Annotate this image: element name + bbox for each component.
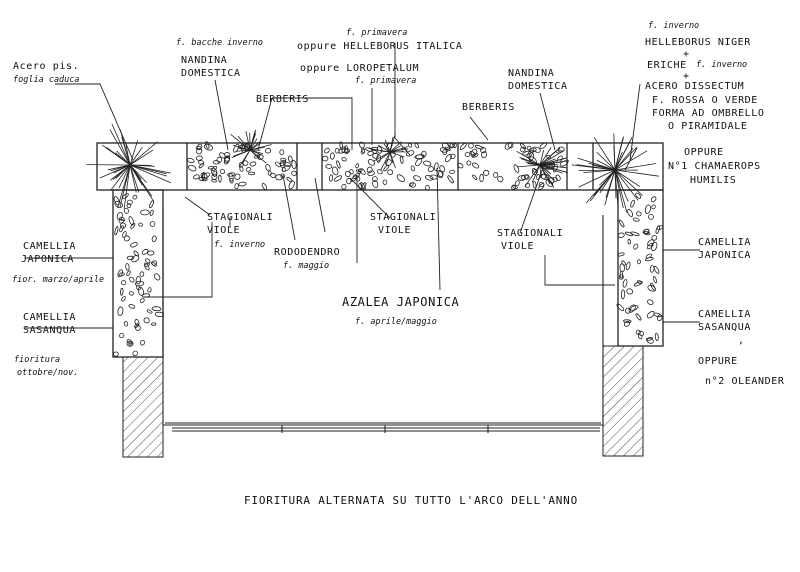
label-f-inverno-top-right: f. inverno — [648, 21, 700, 31]
helleborus-burst — [368, 133, 409, 171]
label-viole-1: VIOLE — [207, 225, 241, 236]
label-acero-pis: Acero pis. — [13, 61, 80, 72]
foliage-top-2 — [322, 141, 457, 191]
label-stagionali-1: STAGIONALI — [207, 212, 274, 223]
planter-boxes — [96, 142, 664, 358]
planter-top — [96, 142, 664, 191]
label-japonica-right: JAPONICA — [698, 250, 751, 261]
planter-right — [617, 189, 664, 347]
left-wall — [122, 356, 164, 458]
label-berberis-right: BERBERIS — [462, 102, 515, 113]
label-f-inverno-mid: f. inverno — [214, 240, 266, 250]
acer-right-burst — [571, 133, 659, 213]
label-foglia-caduca: foglia caduca — [13, 75, 80, 85]
label-sasanqua-right: SASANQUA — [698, 322, 751, 333]
label-azalea-japonica: AZALEA JAPONICA — [342, 295, 460, 309]
label-nandina-right: NANDINA — [508, 68, 555, 79]
label-comma: , — [738, 335, 745, 346]
label-acero-dissectum: ACERO DISSECTUM — [645, 81, 745, 92]
label-oppure-2: OPPURE — [698, 356, 738, 367]
label-f-primavera-top: f. primavera — [346, 28, 408, 38]
label-f-bacche-inverno: f. bacche inverno — [176, 38, 263, 48]
label-domestica-left: DOMESTICA — [181, 68, 241, 79]
label-f-aprile-maggio: f. aprile/maggio — [355, 317, 437, 327]
foliage-left — [113, 193, 165, 357]
label-sasanqua-left: SASANQUA — [23, 325, 76, 336]
leader-lines — [25, 43, 700, 345]
acer-left-burst — [86, 123, 172, 210]
label-oppure-1: OPPURE — [684, 147, 724, 158]
label-plus-1: + — [683, 49, 690, 60]
foliage-top-1 — [186, 141, 297, 190]
label-nandina-left: NANDINA — [181, 55, 228, 66]
foliage-top-3 — [457, 141, 569, 190]
foliage-right — [616, 192, 664, 344]
label-camellia-right: CAMELLIA — [698, 237, 751, 248]
plants — [86, 123, 664, 357]
berberis-left-burst — [230, 129, 272, 168]
label-humilis: HUMILIS — [690, 175, 737, 186]
label-fioritura: fioritura — [14, 355, 61, 365]
label-viole-2: VIOLE — [378, 225, 412, 236]
label-berberis-left: BERBERIS — [256, 94, 309, 105]
label-rododendro: RODODENDRO — [274, 247, 341, 258]
label-plus-2: + — [683, 71, 690, 82]
label-o-piramidale: O PIRAMIDALE — [668, 121, 748, 132]
label-f-rossa: F. ROSSA O VERDE — [652, 95, 758, 106]
label-oppure-helleborus: oppure HELLEBORUS ITALICA — [297, 41, 463, 52]
walls — [122, 345, 644, 458]
label-forma-ombrello: FORMA AD OMBRELLO — [652, 108, 765, 119]
label-chamaerops: N°1 CHAMAEROPS — [668, 161, 761, 172]
label-stagionali-2: STAGIONALI — [370, 212, 437, 223]
label-f-inverno-eriche: f. inverno — [696, 60, 748, 70]
right-wall — [602, 345, 644, 457]
footer-caption: FIORITURA ALTERNATA SU TUTTO L'ARCO DELL… — [244, 494, 579, 507]
label-ottobre-nov: ottobre/nov. — [17, 368, 79, 378]
label-oleander: n°2 OLEANDER — [705, 376, 785, 387]
label-camellia-sasanqua-left: CAMELLIA — [23, 312, 76, 323]
label-domestica-right: DOMESTICA — [508, 81, 568, 92]
label-camellia-left: CAMELLIA — [23, 241, 76, 252]
label-helleborus-niger: HELLEBORUS NIGER — [645, 37, 751, 48]
label-camellia-sasanqua-right: CAMELLIA — [698, 309, 751, 320]
label-fior-marzo: fior. marzo/aprile — [12, 275, 105, 285]
nandina-right-burst — [516, 147, 570, 189]
label-japonica-left: JAPONICA — [21, 254, 74, 265]
label-oppure-loropetalum: oppure LOROPETALUM — [300, 63, 420, 74]
label-viole-3: VIOLE — [501, 241, 535, 252]
label-eriche: ERICHE — [647, 60, 687, 71]
label-f-primavera-2: f. primavera — [355, 76, 417, 86]
label-stagionali-3: STAGIONALI — [497, 228, 564, 239]
label-f-maggio: f. maggio — [283, 261, 330, 271]
